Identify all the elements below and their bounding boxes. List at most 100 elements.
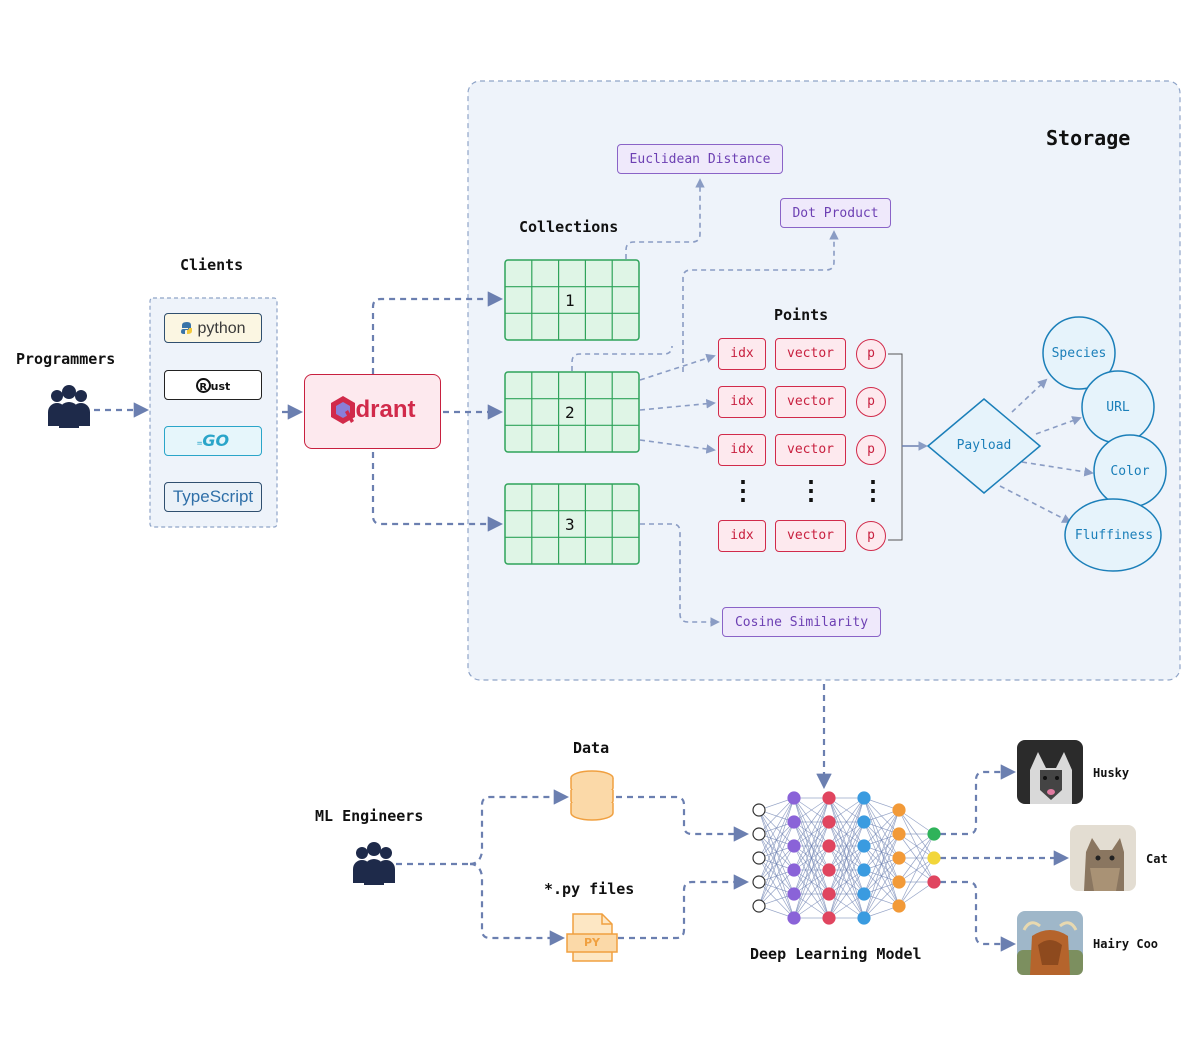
nn-node [787,791,801,805]
point-vector: vector [775,386,846,418]
payload-field-fluffiness: Fluffiness [1074,528,1154,543]
nn-node [752,851,766,865]
collections-layer [504,259,640,565]
nn-node [822,887,836,901]
nn-node [752,899,766,913]
nn-node [927,875,941,889]
ml-engineers-icon [353,842,395,885]
nn-node [822,911,836,925]
point-idx: idx [718,338,766,370]
nn-node [927,851,941,865]
payload-diamond [926,398,1042,494]
nn-node [752,803,766,817]
nn-node [857,863,871,877]
programmers-label: Programmers [16,350,116,368]
output-label-hairy-coo: Hairy Coo [1093,937,1159,951]
nn-node [822,791,836,805]
nn-node [892,875,906,889]
payload-circle-species [1042,316,1116,390]
py-icon-text: PY [583,936,601,949]
nn-node [787,887,801,901]
nn-node [787,911,801,925]
nn-node [892,851,906,865]
nn-node [892,899,906,913]
storage-title: Storage [1046,126,1131,150]
nn-node [927,827,941,841]
hairy-coo-image [1017,911,1083,975]
points-bracket [888,353,903,541]
python-icon [180,316,194,334]
point-payload-p: p [856,387,886,417]
database-icon [570,770,614,821]
nn-node [857,815,871,829]
nn-node [892,803,906,817]
point-payload-p: p [856,435,886,465]
nn-node [787,863,801,877]
rust-label: ust [210,380,231,393]
qdrant-label: drant [355,396,416,423]
cat-image [1070,825,1136,891]
point-idx: idx [718,434,766,466]
collection-grid-1 [504,259,640,341]
go-label: GO [202,431,230,450]
nn-node [857,887,871,901]
nn-node [857,911,871,925]
point-vector: vector [775,434,846,466]
collections-title: Collections [519,218,619,236]
python-label: python [197,320,246,337]
euclidean-distance-box: Euclidean Distance [617,144,783,174]
nn-node [822,863,836,877]
point-idx: idx [718,520,766,552]
py-file-icon [566,913,618,962]
payload-field-circles [1042,316,1167,572]
payload-field-color: Color [1110,464,1150,479]
nn-node [892,827,906,841]
point-vector: vector [775,338,846,370]
points-ellipsis: ⋮ [860,476,886,506]
nn-node [787,815,801,829]
deep-learning-model-label: Deep Learning Model [750,945,922,963]
storage-panel [467,80,1181,681]
client-go-logo[interactable]: =GO [164,426,262,456]
client-typescript-logo[interactable]: TypeScript [164,482,262,512]
point-payload-p: p [856,339,886,369]
ml-engineers-label: ML Engineers [315,807,424,825]
cosine-similarity-box: Cosine Similarity [722,607,881,637]
points-title: Points [774,306,829,324]
storage-connectors [571,178,1094,627]
output-label-cat: Cat [1146,852,1168,866]
nn-node [857,791,871,805]
husky-image [1017,740,1083,804]
client-python-logo[interactable]: python [164,313,262,343]
programmers-icon [48,385,90,428]
points-ellipsis: ⋮ [798,476,824,506]
payload-label: Payload [956,438,1012,453]
point-idx: idx [718,386,766,418]
clients-panel [149,297,278,528]
collection-grid-3 [504,483,640,565]
payload-field-url: URL [1106,400,1130,415]
qdrant-server[interactable]: drant [304,374,441,449]
payload-field-species: Species [1051,346,1107,361]
clients-title: Clients [180,256,244,274]
nn-node [822,839,836,853]
collection-2-id: 2 [565,403,575,422]
nn-node [752,875,766,889]
py-files-label: *.py files [544,880,635,898]
data-label: Data [573,739,610,757]
neural-network [752,791,941,925]
qdrant-icon [330,395,356,425]
payload-circle-fluffiness [1064,498,1162,572]
go-speed-lines-icon: = [196,439,203,449]
output-images [1017,740,1136,975]
collection-grid-2 [504,371,640,453]
rust-icon: R [195,378,211,393]
nn-node [787,839,801,853]
main-arrows [94,291,1070,952]
nn-edges [758,797,935,919]
typescript-label: TypeScript [172,487,254,506]
output-label-husky: Husky [1093,766,1130,780]
dot-product-box: Dot Product [780,198,891,228]
